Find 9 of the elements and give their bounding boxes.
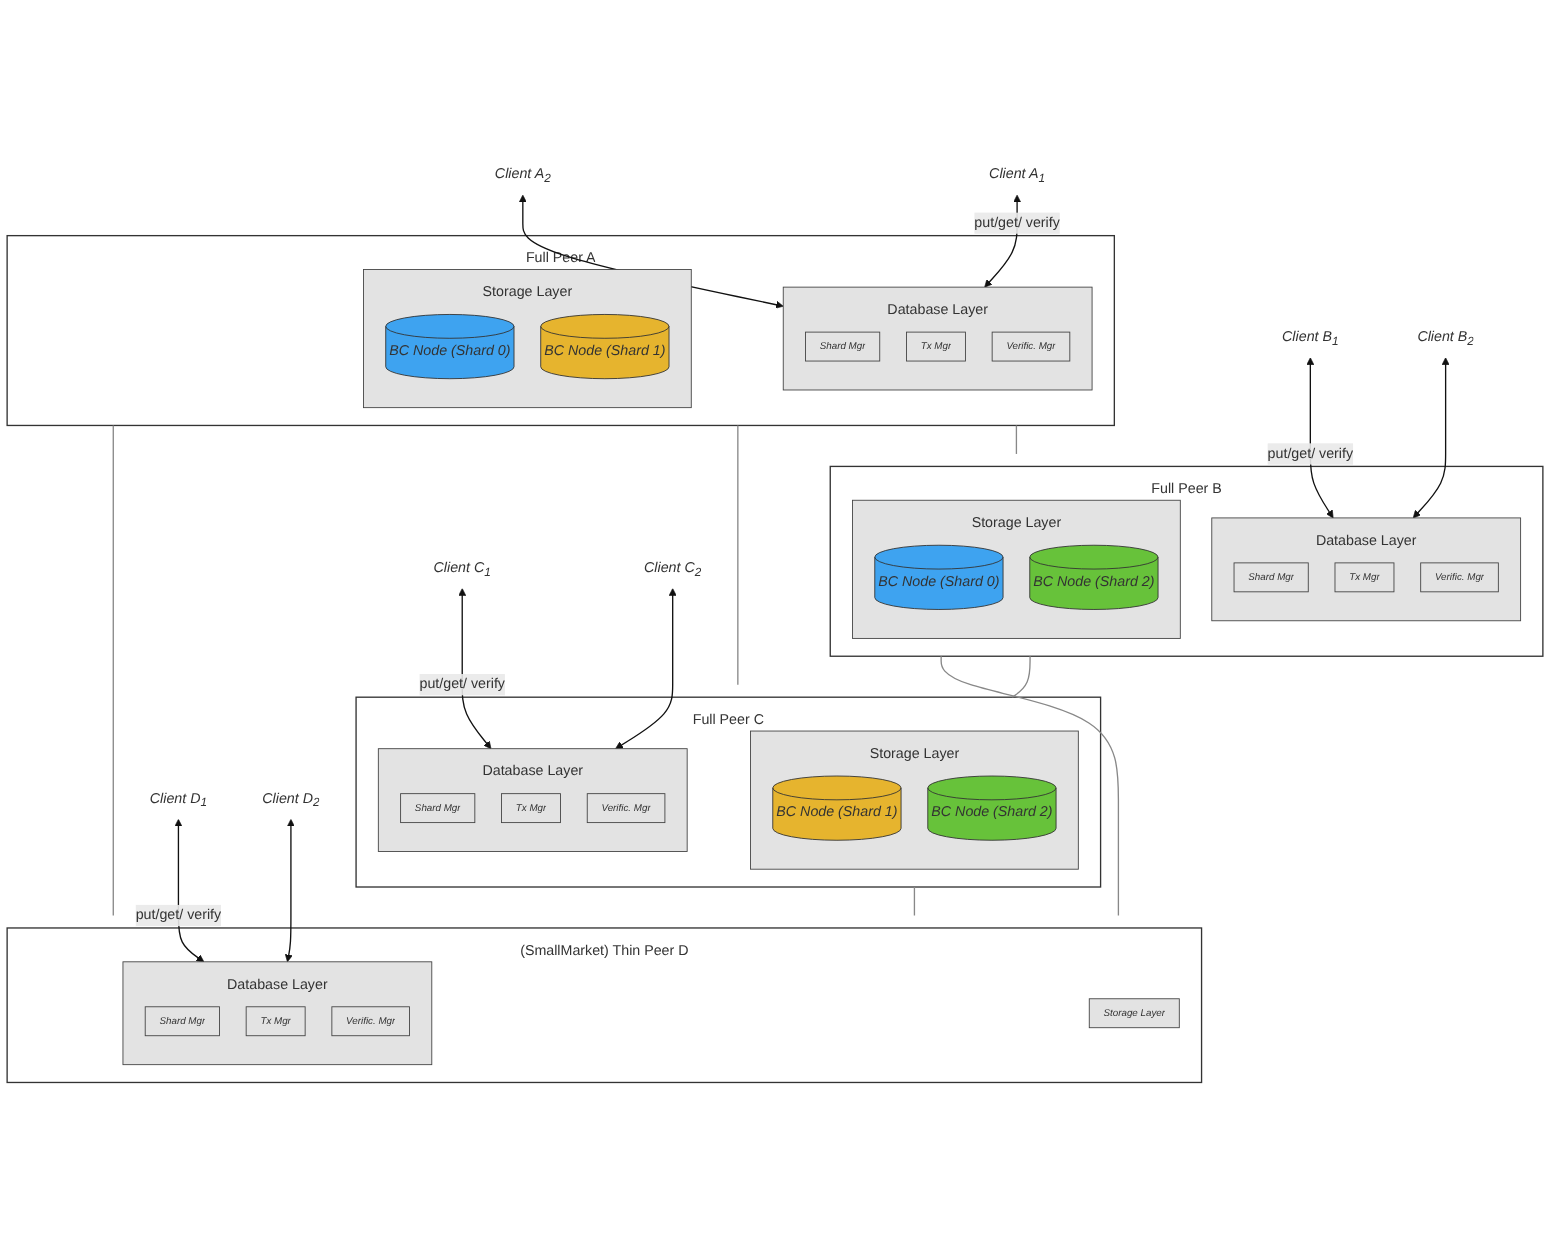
arrow <box>1412 356 1450 518</box>
connector <box>112 423 114 916</box>
connector <box>913 885 916 916</box>
connector <box>940 654 1120 916</box>
connector <box>1015 423 1018 454</box>
connector <box>1011 654 1031 698</box>
arrow <box>284 818 295 962</box>
connector <box>737 423 739 685</box>
arrow <box>615 587 677 749</box>
